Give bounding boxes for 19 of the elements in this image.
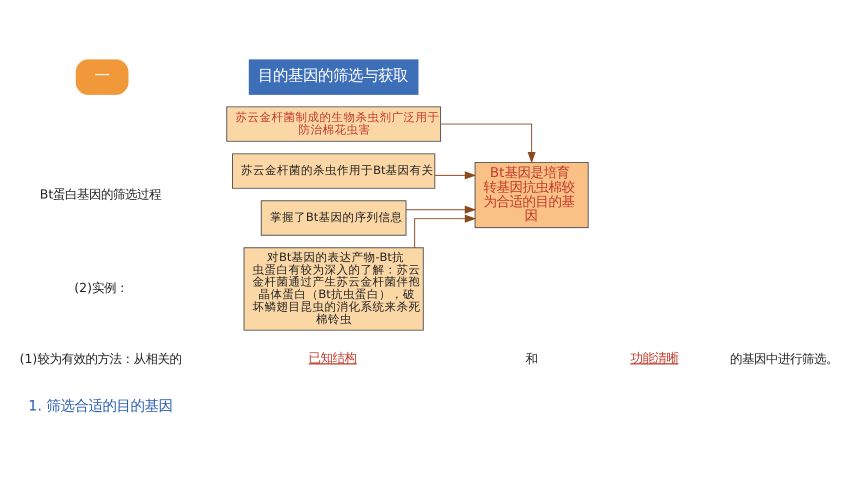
label: (1)较为有效的方法：从相关的 (20, 351, 182, 366)
arrow (414, 214, 476, 248)
node-box: 苏云金杆菌的杀虫作用于Bt基因有关 (232, 153, 436, 189)
label: 和 (525, 351, 538, 366)
node-box: 对Bt基因的表达产物-Bt抗虫蛋白有较为深入的了解：苏云金杆菌通过产生苏云金杆菌伴孢晶体蛋白（Bt抗虫蛋白），破坏鳞翅目昆虫的消化系统来杀死棉铃虫 (244, 247, 424, 331)
label: Bt蛋白基因的筛选过程 (40, 186, 162, 202)
label: 功能清晰 (630, 350, 678, 366)
label: 已知结构 (308, 350, 357, 366)
node-box: Bt基因是培育转基因抗虫棉较为合适的目的基因 (474, 162, 589, 228)
arrow (434, 171, 476, 180)
label: 1. 筛选合适的目的基因 (28, 398, 173, 414)
node-box: 掌握了Bt基因的序列信息 (260, 200, 406, 236)
node-box: 一 (76, 59, 128, 95)
node-box: 苏云金杆菌制成的生物杀虫剂广泛用于防治棉花虫害 (226, 106, 442, 142)
label: 的基因中进行筛选。 (730, 351, 838, 366)
node-box: 目的基因的筛选与获取 (248, 59, 418, 95)
arrow (440, 124, 536, 164)
arrow (406, 206, 476, 214)
label: (2)实例： (74, 280, 128, 296)
